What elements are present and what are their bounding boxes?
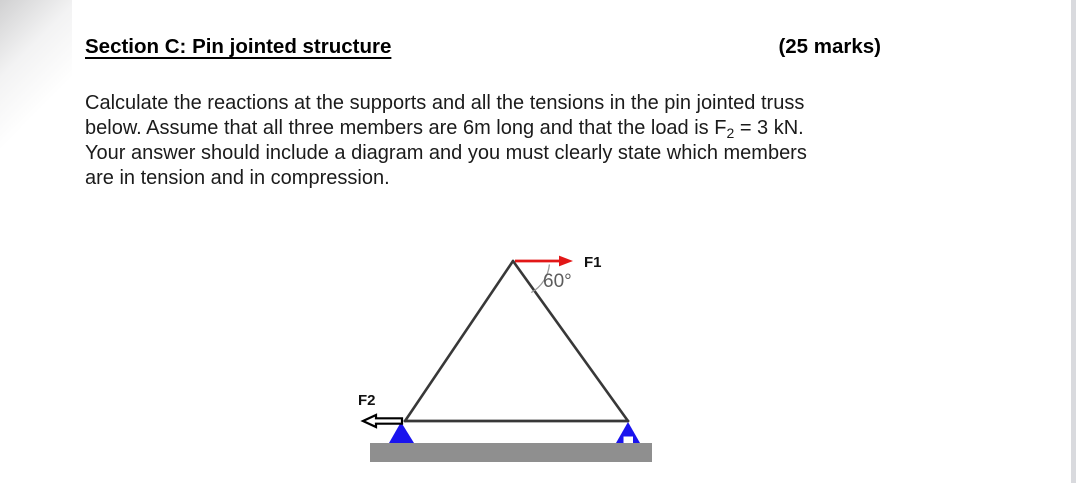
angle-arc: [530, 264, 551, 294]
f2-label: F2: [358, 392, 376, 409]
angle-label: 60°: [543, 271, 572, 292]
f1-label: F1: [584, 254, 602, 271]
problem-line2-pre: below. Assume that all three members are…: [85, 117, 727, 139]
problem-text-line-3: Your answer should include a diagram and…: [85, 142, 807, 164]
header-row: Section C: Pin jointed structure (25 mar…: [85, 35, 881, 59]
pin-support-right: [616, 422, 640, 443]
problem-text-line-1: Calculate the reactions at the supports …: [85, 92, 805, 114]
problem-line2-post: = 3 kN.: [734, 117, 804, 139]
pin-support-left: [389, 422, 414, 443]
scan-edge-strip: [1071, 0, 1076, 483]
pin-support-right-notch: [623, 436, 633, 443]
f1-load-arrow-head: [559, 255, 573, 267]
ground-bar: [370, 443, 652, 462]
member-right: [511, 259, 630, 423]
f2-load-arrow: [360, 413, 404, 429]
problem-text-line-4: are in tension and in compression.: [85, 167, 390, 189]
section-title: Section C: Pin jointed structure: [85, 35, 392, 58]
marks-label: (25 marks): [778, 35, 881, 58]
scan-corner-shade: [0, 0, 72, 150]
f2-subscript: 2: [726, 125, 735, 141]
member-left: [403, 259, 515, 423]
truss-diagram: F1 60° F2: [350, 240, 670, 470]
truss-diagram-svg: F1 60° F2: [358, 254, 652, 462]
problem-text-line-2: below. Assume that all three members are…: [85, 116, 935, 141]
problem-statement: Calculate the reactions at the supports …: [85, 91, 935, 191]
